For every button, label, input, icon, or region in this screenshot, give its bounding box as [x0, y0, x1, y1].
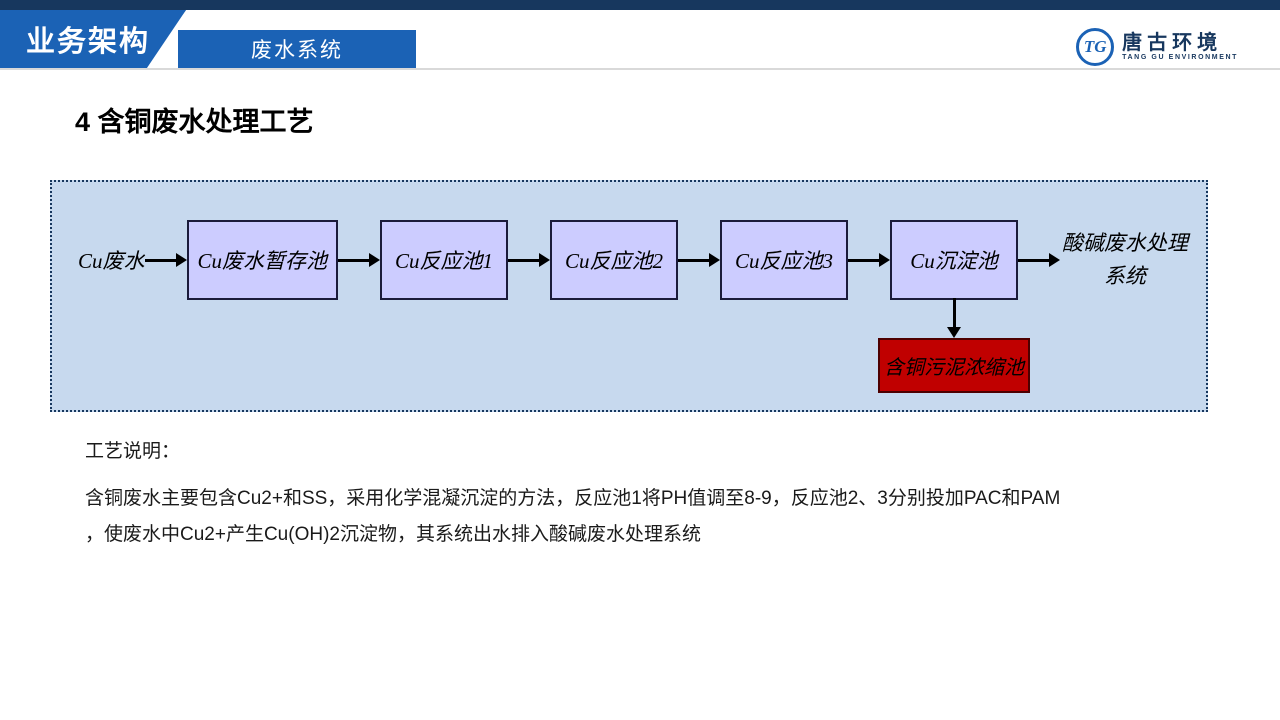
notes-line-1: 含铜废水主要包含Cu2+和SS，采用化学混凝沉淀的方法，反应池1将PH值调至8-… [85, 488, 1061, 509]
process-notes: 工艺说明： 含铜废水主要包含Cu2+和SS，采用化学混凝沉淀的方法，反应池1将P… [85, 436, 1195, 553]
process-diagram: Cu废水 Cu废水暂存池 Cu反应池1 Cu反应池2 Cu反应池3 Cu沉淀池 … [50, 180, 1208, 412]
logo-icon: TG [1076, 28, 1115, 66]
top-accent-bar [0, 0, 1280, 10]
process-flow-row: Cu废水 Cu废水暂存池 Cu反应池1 Cu反应池2 Cu反应池3 Cu沉淀池 … [78, 220, 1190, 393]
flow-arrow [1018, 253, 1061, 267]
subsection-label: 废水系统 [251, 39, 343, 62]
page-title: 4 含铜废水处理工艺 [75, 107, 314, 137]
header-divider [0, 68, 1280, 70]
sludge-thickener-node: 含铜污泥浓缩池 [878, 338, 1031, 393]
flow-arrow [508, 253, 551, 267]
flow-node-storage: Cu废水暂存池 [186, 220, 339, 300]
logo-name-en: TANG GU ENVIRONMENT [1122, 54, 1238, 62]
company-logo: TG 唐古环境 TANG GU ENVIRONMENT [1076, 28, 1238, 66]
flow-arrow-down [947, 298, 962, 338]
notes-line-2: ，使废水中Cu2+产生Cu(OH)2沉淀物，其系统出水排入酸碱废水处理系统 [85, 524, 701, 545]
flow-source-label: Cu废水 [78, 249, 145, 273]
logo-name-cn: 唐古环境 [1122, 32, 1223, 55]
flow-node-reactor-1: Cu反应池1 [380, 220, 509, 300]
flow-arrow [144, 253, 187, 267]
flow-arrow [678, 253, 721, 267]
section-title: 业务架构 [26, 26, 151, 58]
flow-output-label: 酸碱废水处理系统 [1062, 231, 1189, 288]
subsection-tab: 废水系统 [178, 30, 416, 68]
logo-text: 唐古环境 TANG GU ENVIRONMENT [1122, 32, 1238, 62]
flow-node-sedimentation-label: Cu沉淀池 [910, 249, 998, 273]
flow-node-reactor-2: Cu反应池2 [550, 220, 679, 300]
notes-heading: 工艺说明： [85, 441, 181, 462]
section-banner: 业务架构 [0, 10, 186, 68]
flow-node-reactor-3: Cu反应池3 [720, 220, 849, 300]
flow-arrow [848, 253, 891, 267]
logo-monogram: TG [1083, 37, 1107, 56]
flow-node-sedimentation: Cu沉淀池 含铜污泥浓缩池 [878, 220, 1031, 393]
flow-arrow [338, 253, 381, 267]
